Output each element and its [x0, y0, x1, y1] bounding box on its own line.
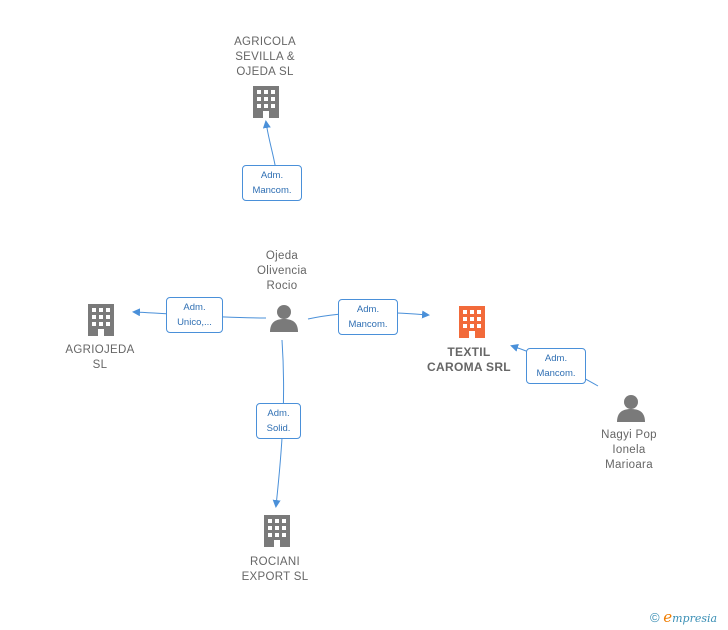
edge-label-adm-unico: Adm. Unico,... — [166, 297, 223, 333]
brand-name: mpresia — [672, 612, 718, 625]
building-icon[interactable] — [88, 304, 114, 336]
edge-label-adm-mancom: Adm. Mancom. — [242, 165, 302, 201]
node-label-agriojeda[interactable]: AGRIOJEDA SL — [65, 344, 135, 371]
person-icon[interactable] — [617, 395, 645, 422]
building-icon-focus[interactable] — [459, 306, 485, 338]
edge-label-adm-mancom: Adm. Mancom. — [526, 348, 586, 384]
node-label-agricola[interactable]: AGRICOLA SEVILLA & OJEDA SL — [234, 36, 296, 78]
edge-label-adm-solid: Adm. Solid. — [256, 403, 301, 439]
node-label-ojeda[interactable]: Ojeda Olivencia Rocio — [257, 250, 307, 292]
node-label-rociani[interactable]: ROCIANI EXPORT SL — [241, 556, 309, 583]
copyright-symbol: © — [650, 610, 660, 625]
node-label-textil[interactable]: TEXTIL CAROMA SRL — [427, 345, 511, 374]
node-label-nagyi[interactable]: Nagyi Pop Ionela Marioara — [601, 429, 657, 471]
building-icon[interactable] — [253, 86, 279, 118]
brand-initial: e — [663, 608, 673, 626]
person-icon[interactable] — [270, 305, 298, 332]
edge-label-adm-mancom: Adm. Mancom. — [338, 299, 398, 335]
empresia-logo: © empresia — [650, 608, 717, 626]
building-icon[interactable] — [264, 515, 290, 547]
